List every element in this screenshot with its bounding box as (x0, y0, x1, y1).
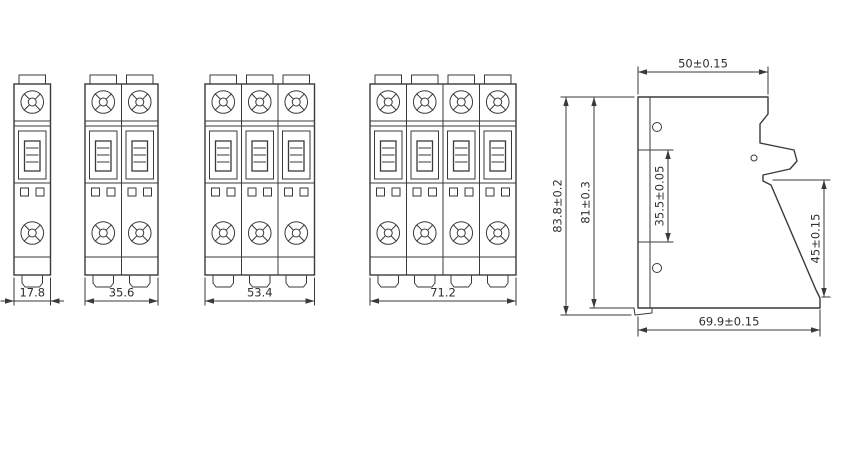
overall-height-dim: 83.8±0.2 (551, 179, 565, 233)
breaker-side-view: 50±0.15 83.8±0.2 81±0.3 35.5±0.05 45±0.15 69.… (551, 57, 831, 337)
breaker-1-pole-width-dim: 17.8 (19, 286, 45, 300)
breaker-2-pole: 35.6 (84, 74, 159, 306)
front-face-dim: 45±0.15 (809, 214, 823, 264)
body-height-dim: 81±0.3 (579, 181, 593, 224)
overall-depth-dim: 69.9±0.15 (699, 315, 760, 329)
breaker-4-pole: 71.2 (369, 74, 517, 306)
rail-slot-dim: 35.5±0.05 (653, 166, 667, 227)
breaker-3-pole: 53.4 (204, 74, 316, 306)
breaker-4-pole-width-dim: 71.2 (430, 286, 456, 300)
breaker-1-pole: 17.8 (0, 74, 64, 306)
top-width-dim: 50±0.15 (678, 57, 728, 71)
breaker-2-pole-width-dim: 35.6 (109, 286, 135, 300)
breaker-3-pole-width-dim: 53.4 (247, 286, 273, 300)
